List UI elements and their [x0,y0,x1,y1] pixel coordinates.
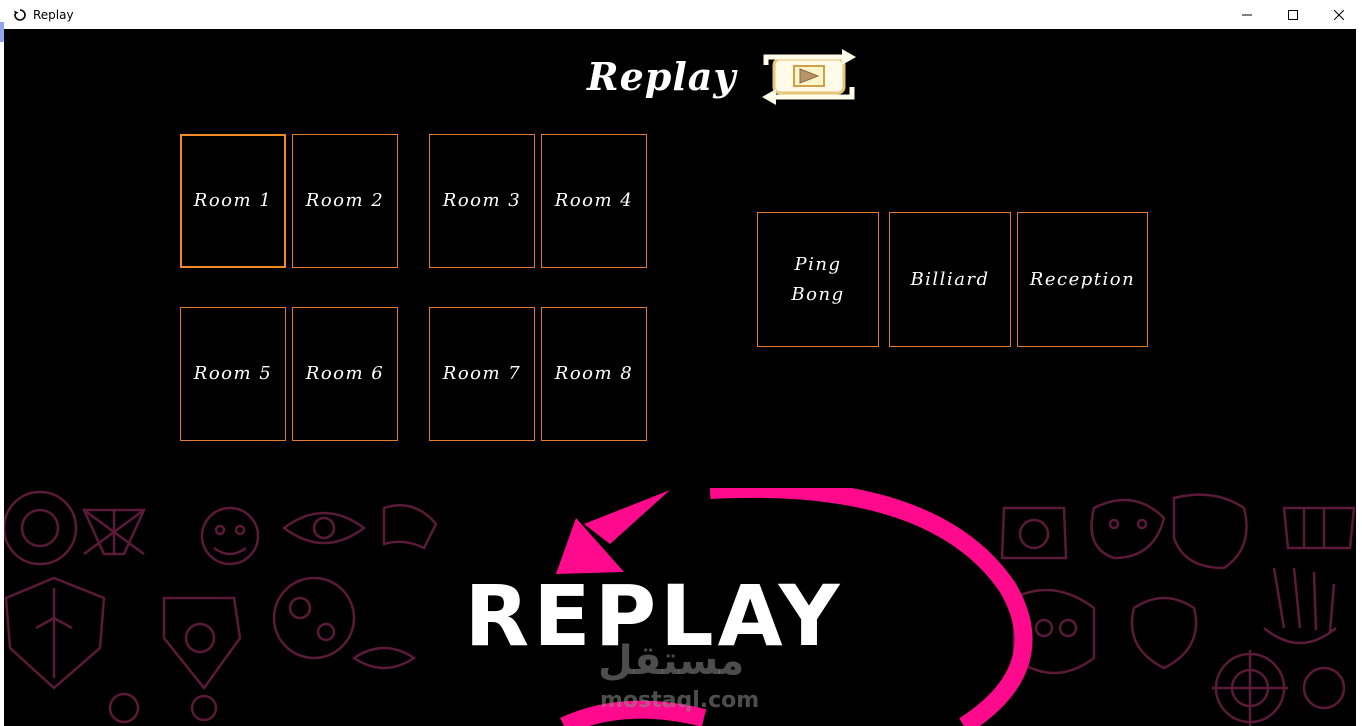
window-edge-accent [0,22,4,42]
window-right-edge [1356,29,1362,726]
window-titlebar: Replay [0,0,1362,29]
window-title: Replay [33,7,74,22]
room-2-label: Room 2 [305,190,385,211]
mostaql-watermark-latin: mostaql.com [600,688,760,713]
gaming-doodles [4,490,1356,726]
replay-wordmark: REPLAY [464,567,844,665]
room-3-label: Room 3 [442,190,522,211]
minimize-icon [1242,14,1252,15]
room-8-button[interactable]: Room 8 [541,307,647,441]
brand-title: Replay [587,53,737,99]
room-4-button[interactable]: Room 4 [541,134,647,268]
replay-loop-play-icon [762,49,857,105]
room-5-label: Room 5 [193,363,273,384]
room-5-button[interactable]: Room 5 [180,307,286,441]
ping-bong-button[interactable]: Ping Bong [757,212,879,347]
room-7-label: Room 7 [442,363,522,384]
maximize-button[interactable] [1270,0,1316,29]
ping-bong-label: Ping Bong [791,253,845,305]
room-4-label: Room 4 [554,190,634,211]
reception-label: Reception [1029,268,1136,290]
billiard-label: Billiard [910,268,990,290]
room-7-button[interactable]: Room 7 [429,307,535,441]
reception-button[interactable]: Reception [1017,212,1148,347]
room-8-label: Room 8 [554,363,634,384]
room-1-button[interactable]: Room 1 [180,134,286,268]
room-3-button[interactable]: Room 3 [429,134,535,268]
close-button[interactable] [1316,0,1362,29]
maximize-icon [1288,9,1298,20]
banner-artwork [4,488,1356,726]
app-header: Replay [587,45,862,107]
replay-app-icon [12,7,28,23]
room-6-button[interactable]: Room 6 [292,307,398,441]
replay-arc-arrow [556,488,1033,726]
close-icon [1334,9,1344,20]
app-canvas: Replay Room 1 Room 2 Room 3 Room 4 Room … [4,29,1356,726]
minimize-button[interactable] [1224,0,1270,29]
billiard-button[interactable]: Billiard [889,212,1011,347]
room-2-button[interactable]: Room 2 [292,134,398,268]
replay-banner: REPLAY مستقل mostaql.com [4,488,1356,726]
mostaql-watermark-arabic: مستقل [598,638,745,684]
room-6-label: Room 6 [305,363,385,384]
room-1-label: Room 1 [193,190,273,211]
